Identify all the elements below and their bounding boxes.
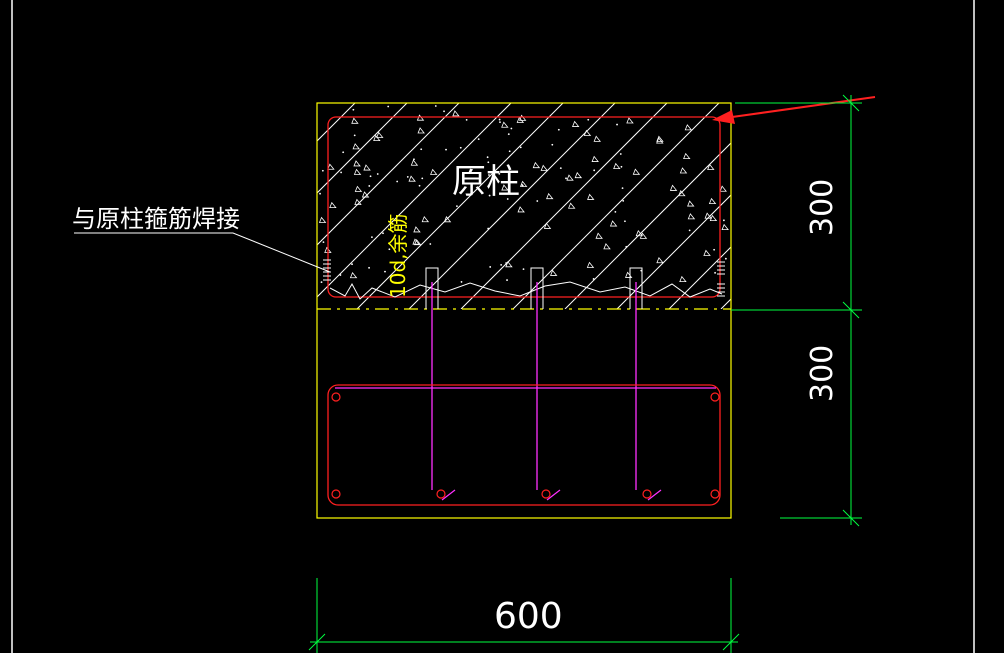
weld-marks-right — [717, 261, 725, 297]
dimension-width-value: 600 — [494, 596, 563, 637]
stirrup-hooks — [441, 489, 662, 501]
section-outline — [316, 102, 732, 519]
weld-label: 与原柱箍筋焊接 — [72, 205, 240, 233]
weld-leader-line — [74, 232, 331, 273]
dimension-upper-value: 300 — [805, 179, 840, 236]
original-column-hatch — [317, 103, 731, 309]
break-line — [329, 281, 723, 300]
rebar-circles — [331, 392, 720, 499]
weld-marks-left — [323, 259, 331, 281]
dimension-right — [731, 94, 862, 527]
bar-spec-label: 10d,余筋 — [386, 213, 410, 298]
original-stirrup — [327, 116, 721, 298]
dimension-lower-value: 300 — [805, 345, 840, 402]
dimension-bottom — [308, 578, 740, 653]
new-stirrup — [327, 384, 721, 506]
new-rebars — [335, 282, 716, 490]
starter-bars — [425, 267, 643, 309]
pointer-arrow — [712, 96, 876, 124]
original-column-label: 原柱 — [452, 162, 520, 202]
